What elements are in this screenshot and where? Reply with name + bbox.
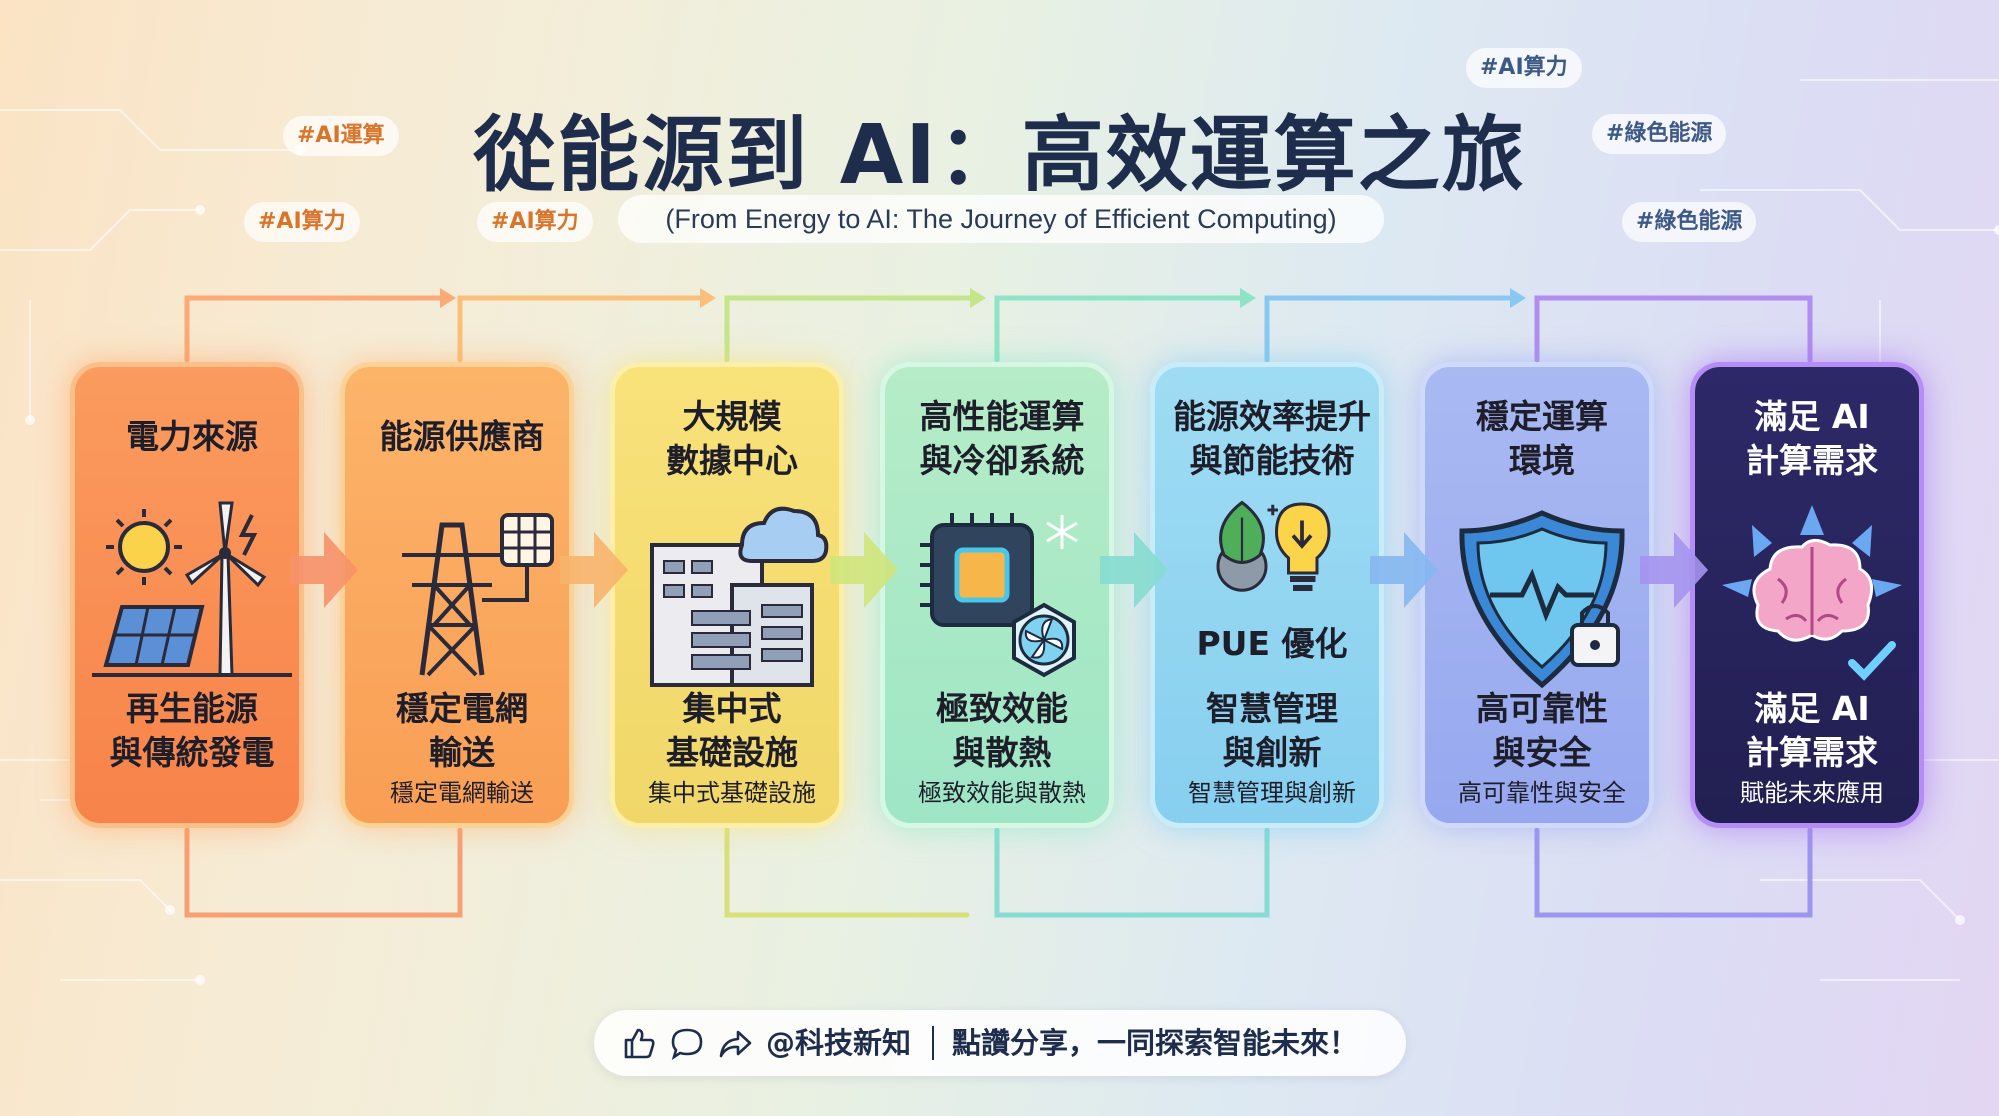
share-icon[interactable] — [718, 1026, 752, 1060]
hashtag-green-energy: #綠色能源 — [1592, 114, 1727, 154]
hashtag-ai-power: #AI算力 — [244, 202, 360, 242]
stage-card-stable-environment: 穩定運算 環境 高可靠性 與安全 高可靠性與安全 — [1420, 362, 1654, 828]
leaf-bulb-icon — [1216, 500, 1331, 592]
stage-card-power-source: 電力來源 再生能源 與傳統發電 — [70, 362, 304, 828]
pue-label: PUE 優化 — [1196, 624, 1348, 663]
stage-body: 穩定電網 輸送 — [396, 689, 528, 772]
stage-card-energy-supplier: 能源供應商 穩定電網 輸送 穩定電網輸送 — [340, 362, 574, 828]
stage-foot: 高可靠性與安全 — [1458, 779, 1626, 807]
hashtag-green-energy: #綠色能源 — [1622, 202, 1757, 242]
stage-foot: 集中式基礎設施 — [648, 779, 816, 807]
stage-body: 極致效能 與散熱 — [936, 689, 1068, 772]
stage-head: 滿足 AI 計算需求 — [1746, 397, 1878, 480]
stage-foot: 智慧管理與創新 — [1188, 779, 1356, 807]
stage-head: 大規模 數據中心 — [666, 397, 798, 480]
thumbs-up-icon[interactable] — [622, 1026, 656, 1060]
stage-body: 智慧管理 與創新 — [1206, 689, 1338, 772]
datacenter-icon — [650, 506, 829, 687]
comment-icon[interactable] — [670, 1026, 704, 1060]
footer-message: 點讚分享，一同探索智能未來！ — [952, 1026, 1359, 1060]
flow-arrow-icon — [830, 532, 898, 608]
stage-card-energy-efficiency: 能源效率提升 與節能技術 PUE 優化 智慧管理 與創新 智慧管理與創新 — [1150, 362, 1384, 828]
brain-icon — [1722, 505, 1902, 681]
stage-head: 電力來源 — [126, 417, 258, 456]
hashtag-ai-power: #AI算力 — [1466, 48, 1582, 88]
chip-fan-icon — [920, 513, 1078, 678]
stage-body: 高可靠性 與安全 — [1476, 689, 1608, 772]
flow-arrow-icon — [1370, 532, 1438, 608]
account-handle[interactable]: @科技新知 — [766, 1026, 912, 1060]
hashtag-ai-compute: #AI運算 — [283, 116, 399, 156]
stage-card-datacenter: 大規模 數據中心 集中式 基礎設施 集中式基礎設施 — [610, 362, 844, 828]
stage-foot: 賦能未來應用 — [1740, 779, 1884, 807]
stage-card-hpc-cooling: 高性能運算 與冷卻系統 極致效能 與散熱 極致效能與散熱 — [880, 362, 1114, 828]
stage-body: 滿足 AI 計算需求 — [1746, 689, 1878, 772]
page-subtitle: (From Energy to AI: The Journey of Effic… — [618, 195, 1384, 243]
footer-divider — [932, 1026, 934, 1060]
stage-body: 再生能源 與傳統發電 — [109, 689, 275, 772]
power-tower-icon — [402, 513, 554, 677]
stage-foot: 極致效能與散熱 — [918, 779, 1086, 807]
flow-arrow-icon — [290, 532, 358, 608]
stage-head: 能源供應商 — [379, 417, 545, 456]
flow-arrow-icon — [1100, 532, 1168, 608]
flow-arrow-icon — [1640, 532, 1708, 608]
page-title: 從能源到 AI：高效運算之旅 — [473, 108, 1526, 203]
stage-head: 穩定運算 環境 — [1476, 397, 1608, 480]
stage-foot: 穩定電網輸送 — [390, 779, 534, 807]
stage-head: 能源效率提升 與節能技術 — [1173, 397, 1371, 480]
solar-wind-icon — [92, 501, 292, 677]
stage-card-ai-demand: 滿足 AI 計算需求 滿足 AI 計算需求 賦能未來應用 — [1690, 362, 1924, 828]
social-footer: @科技新知 點讚分享，一同探索智能未來！ — [594, 1010, 1406, 1076]
hashtag-ai-power: #AI算力 — [477, 202, 593, 242]
shield-lock-icon — [1459, 510, 1625, 689]
stage-head: 高性能運算 與冷卻系統 — [919, 397, 1085, 480]
stage-body: 集中式 基礎設施 — [666, 689, 798, 772]
flow-arrow-icon — [560, 532, 628, 608]
